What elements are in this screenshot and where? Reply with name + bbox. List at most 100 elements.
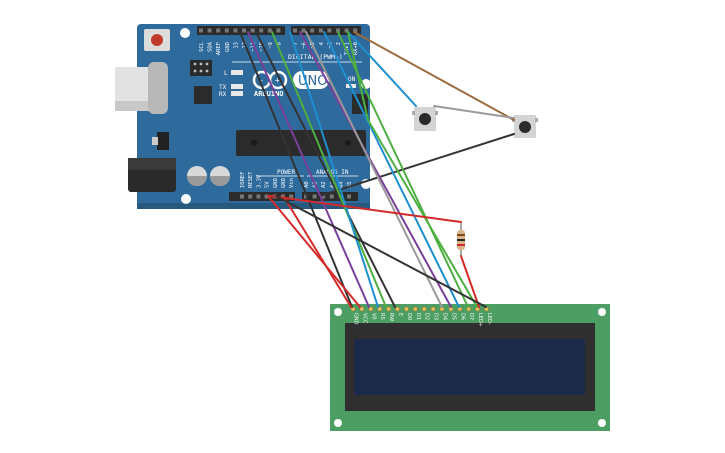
header-pin-hole bbox=[336, 28, 340, 33]
header-pin-hole bbox=[329, 194, 334, 199]
lcd-pin-label: D5 bbox=[450, 313, 456, 320]
header-pin-hole bbox=[289, 194, 294, 199]
top-pin-label: 2 bbox=[336, 42, 342, 45]
digital-header-label: DIGITAL (PWM~) bbox=[288, 53, 343, 61]
header-pin-hole bbox=[293, 28, 297, 33]
bottom-pin-label: A4 bbox=[338, 181, 344, 188]
wire-black[interactable] bbox=[239, 31, 353, 308]
capacitor-band bbox=[187, 176, 207, 186]
top-pin-label: ~9 bbox=[268, 42, 274, 49]
led-label-tx: TX bbox=[219, 84, 227, 91]
header-pin-hole bbox=[281, 194, 285, 199]
mount-hole bbox=[598, 308, 606, 316]
resistor-band bbox=[457, 234, 465, 236]
wire-red-led[interactable] bbox=[460, 255, 480, 308]
mount-hole bbox=[180, 28, 190, 38]
wire-gray[interactable] bbox=[305, 31, 443, 308]
wires bbox=[239, 31, 515, 308]
bottom-pin-label: 5V bbox=[265, 181, 271, 188]
lcd-pin-label: D4 bbox=[442, 313, 448, 320]
lcd-pin bbox=[430, 306, 436, 312]
reset-button[interactable] bbox=[151, 34, 163, 46]
lcd-screen bbox=[354, 339, 585, 395]
lcd-pin-label: GND bbox=[353, 313, 359, 325]
header-pin-hole bbox=[310, 28, 315, 33]
wire-black-button[interactable] bbox=[319, 133, 515, 197]
lcd-pin-label: LED- bbox=[486, 313, 492, 325]
svg-text:-: - bbox=[259, 76, 264, 85]
top-pin-label: GND bbox=[225, 42, 231, 52]
wire-green[interactable] bbox=[271, 31, 387, 308]
bottom-pin-label: GND bbox=[281, 178, 287, 188]
analog-header-label: ANALOG IN bbox=[316, 169, 349, 176]
wire-purple[interactable] bbox=[299, 31, 452, 308]
header-pin-hole bbox=[344, 28, 349, 33]
push-button-1[interactable] bbox=[412, 107, 438, 131]
on-label: ON bbox=[348, 76, 356, 83]
bottom-pin-label: RESET bbox=[248, 171, 254, 188]
top-pin-label: 4 bbox=[319, 41, 325, 45]
usb-chip bbox=[194, 86, 212, 104]
header-pin-hole bbox=[248, 194, 253, 199]
header-pin-hole bbox=[242, 28, 246, 33]
header-pin-hole bbox=[259, 28, 264, 33]
usb-connector-edge bbox=[148, 62, 168, 114]
wire-blue-button[interactable] bbox=[347, 31, 417, 107]
header-pin-hole bbox=[301, 28, 306, 33]
wire-blue[interactable] bbox=[289, 31, 379, 308]
wire-black[interactable] bbox=[255, 31, 396, 308]
wire-black-gnd[interactable] bbox=[275, 195, 487, 308]
header-pin-hole bbox=[312, 194, 317, 199]
voltage-regulator bbox=[157, 132, 169, 150]
header-pin-hole bbox=[250, 28, 255, 33]
header-pin-hole bbox=[233, 28, 238, 33]
top-pin-label: 7 bbox=[293, 42, 299, 45]
top-pin-label: SCL bbox=[199, 41, 205, 52]
wire-red-pot[interactable] bbox=[283, 196, 352, 308]
wire-green-analog[interactable] bbox=[347, 31, 478, 308]
bottom-pin-label: A5 bbox=[347, 181, 353, 188]
header-pin-hole bbox=[347, 194, 351, 199]
lcd-pin bbox=[412, 306, 418, 312]
wire-blue[interactable] bbox=[323, 31, 460, 308]
wire-brown[interactable] bbox=[353, 31, 515, 121]
mount-hole bbox=[181, 194, 191, 204]
header-pin-hole bbox=[199, 28, 203, 33]
wire-red-resistor[interactable] bbox=[269, 195, 462, 223]
lcd-pin-label: V0 bbox=[370, 313, 376, 320]
top-pin-label: TX▸1 bbox=[345, 42, 351, 55]
header-pin-hole bbox=[321, 194, 326, 199]
lcd-pin bbox=[368, 306, 374, 312]
lcd-pin bbox=[377, 306, 383, 312]
top-pin-label: AREF bbox=[216, 42, 222, 55]
regulator-tab bbox=[152, 137, 158, 145]
lcd-pin-label: D2 bbox=[424, 313, 430, 320]
bottom-pin-label: Vin bbox=[289, 178, 295, 188]
lcd-pin-label: D7 bbox=[468, 313, 474, 320]
header-pin-hole bbox=[353, 28, 358, 33]
power-header-label: POWER bbox=[277, 169, 295, 176]
push-button-2[interactable] bbox=[512, 115, 538, 138]
header-pin-hole bbox=[240, 194, 244, 199]
header-pin-hole bbox=[276, 28, 281, 33]
wire-gray-button[interactable] bbox=[433, 105, 515, 119]
push-button-1-cap bbox=[419, 113, 431, 125]
resistor[interactable] bbox=[457, 222, 465, 256]
header-pin-hole bbox=[224, 28, 229, 33]
bottom-pin-label: A2 bbox=[321, 181, 327, 188]
led-label-rx: RX bbox=[219, 91, 227, 98]
wire-purple[interactable] bbox=[247, 31, 370, 308]
header-pin-hole bbox=[327, 28, 332, 33]
lcd-pin-label: RS bbox=[379, 313, 385, 320]
lcd-pin bbox=[394, 306, 400, 312]
lcd-pin-label: VCC bbox=[361, 313, 367, 324]
wire-red-vcc[interactable] bbox=[267, 195, 361, 308]
dc-jack-top bbox=[128, 158, 176, 170]
resistor-band bbox=[457, 239, 465, 241]
top-pin-label: RX◂0 bbox=[353, 42, 359, 55]
header-pin-hole bbox=[267, 28, 272, 33]
wire-green[interactable] bbox=[337, 31, 469, 308]
top-pin-label: SDA bbox=[208, 41, 214, 52]
